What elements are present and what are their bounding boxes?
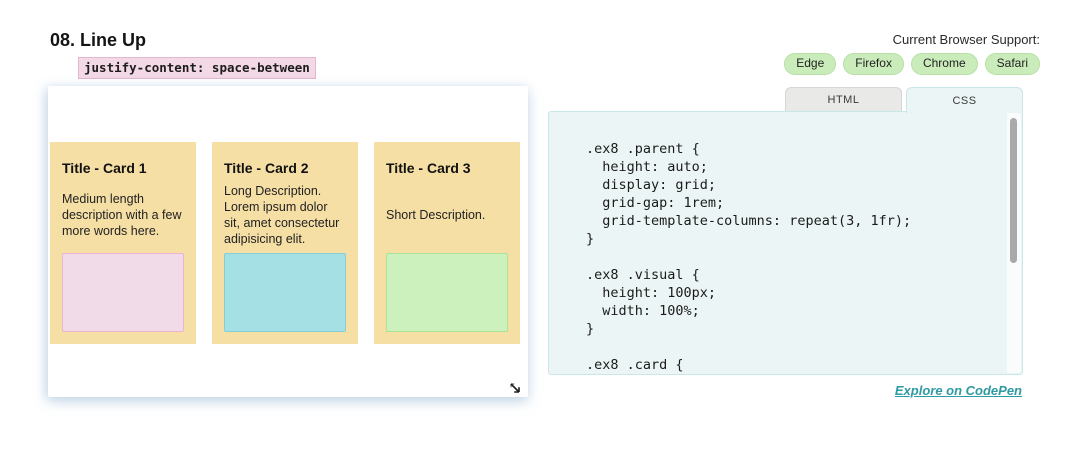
- card-3-title: Title - Card 3: [386, 160, 471, 176]
- resize-handle[interactable]: [508, 381, 522, 395]
- card-2-description: Long Description. Lorem ipsum dolor sit,…: [224, 183, 340, 246]
- card-2-title: Title - Card 2: [224, 160, 309, 176]
- card-2-description-wrap: Long Description. Lorem ipsum dolor sit,…: [224, 176, 346, 253]
- badge-firefox: Firefox: [843, 53, 904, 75]
- card-2: Title - Card 2 Long Description. Lorem i…: [212, 142, 358, 344]
- card-2-visual: [224, 253, 346, 332]
- badge-safari: Safari: [984, 53, 1040, 75]
- badge-chrome: Chrome: [910, 53, 978, 75]
- badge-edge: Edge: [784, 53, 837, 75]
- demo-container: Title - Card 1 Medium length description…: [48, 86, 528, 397]
- card-3-description: Short Description.: [386, 207, 486, 222]
- code-scrollbar-thumb[interactable]: [1010, 118, 1017, 263]
- code-panel: .ex8 .parent { height: auto; display: gr…: [548, 111, 1023, 375]
- browser-badges: Edge Firefox Chrome Safari: [784, 53, 1040, 75]
- css-property-snippet: justify-content: space-between: [78, 57, 316, 79]
- tab-html[interactable]: HTML: [785, 87, 902, 112]
- card-3: Title - Card 3 Short Description.: [374, 142, 520, 344]
- card-1-description-wrap: Medium length description with a few mor…: [62, 176, 184, 253]
- card-1-visual: [62, 253, 184, 332]
- card-3-visual: [386, 253, 508, 332]
- resize-cursor-icon: [510, 383, 520, 393]
- code-scrollbar-track[interactable]: [1007, 113, 1021, 373]
- card-3-description-wrap: Short Description.: [386, 176, 508, 253]
- card-grid: Title - Card 1 Medium length description…: [50, 142, 520, 344]
- browser-support-label: Current Browser Support:: [892, 32, 1040, 47]
- css-code-block: .ex8 .parent { height: auto; display: gr…: [586, 141, 912, 373]
- page-title: 08. Line Up: [50, 30, 147, 50]
- browser-support: Current Browser Support: Edge Firefox Ch…: [784, 32, 1040, 75]
- explore-codepen-link[interactable]: Explore on CodePen: [894, 383, 1022, 398]
- tab-css[interactable]: CSS: [906, 87, 1023, 113]
- card-1: Title - Card 1 Medium length description…: [50, 142, 196, 344]
- card-1-description: Medium length description with a few mor…: [62, 191, 182, 238]
- card-1-title: Title - Card 1: [62, 160, 147, 176]
